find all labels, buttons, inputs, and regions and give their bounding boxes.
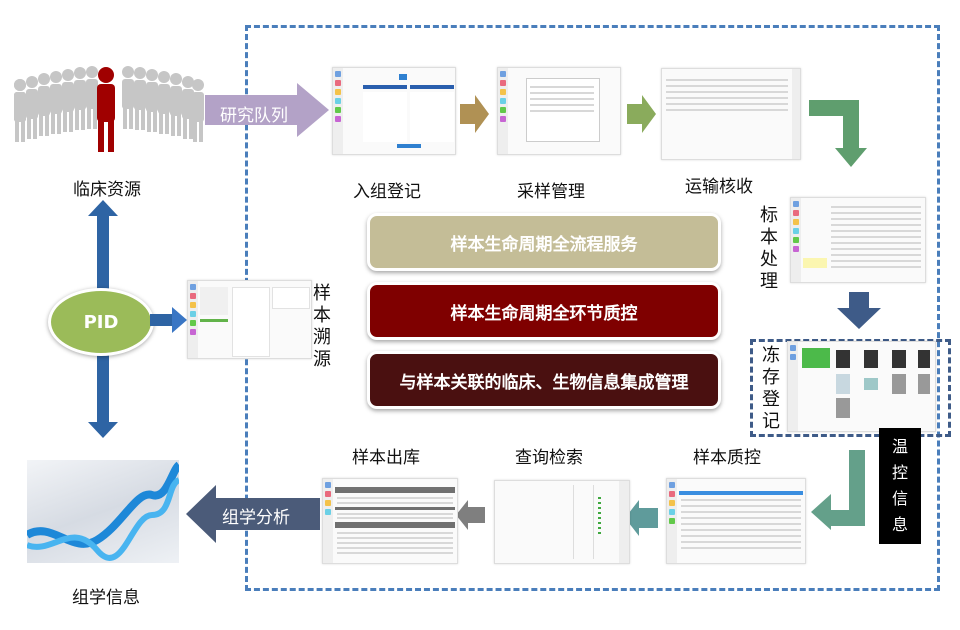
center-item-lifecycle-qc: 样本生命周期全环节质控 xyxy=(367,282,721,340)
outbound-label: 样本出库 xyxy=(352,448,420,468)
sampling-screenshot xyxy=(497,67,621,155)
omics-analysis-arrow xyxy=(186,485,320,543)
outbound-screenshot xyxy=(322,478,458,564)
processing-to-storage-arrow xyxy=(837,292,881,329)
query-label: 查询检索 xyxy=(515,448,583,468)
enrollment-to-sampling-arrow xyxy=(460,95,489,133)
center-item-info-integration: 与样本关联的临床、生物信息集成管理 xyxy=(367,351,721,409)
sampling-to-transport-arrow xyxy=(627,95,656,133)
traceability-label: 样本溯源 xyxy=(313,283,331,370)
storage-frame xyxy=(750,339,951,437)
storage-screenshot xyxy=(787,341,936,432)
transport-to-processing-arrow xyxy=(809,100,867,167)
center-item-lifecycle-service: 样本生命周期全流程服务 xyxy=(367,213,721,271)
clinical-resource-label: 临床资源 xyxy=(73,180,141,200)
qc-to-query-arrow xyxy=(625,500,658,536)
temperature-label: 温控信息 xyxy=(891,437,908,534)
qc-label: 样本质控 xyxy=(693,448,761,468)
pid-label: PID xyxy=(83,311,119,333)
center-item-label: 样本生命周期全环节质控 xyxy=(450,303,638,324)
research-cohort-arrow xyxy=(205,83,329,137)
processing-label: 标本处理 xyxy=(760,205,778,292)
enrollment-screenshot xyxy=(332,67,456,155)
sampling-label: 采样管理 xyxy=(517,182,585,202)
storage-label: 冻存登记 xyxy=(762,345,780,432)
omics-info-label: 组学信息 xyxy=(72,588,140,608)
storage-to-qc-arrow xyxy=(811,450,865,530)
query-screenshot xyxy=(494,480,630,564)
crowd-icon xyxy=(14,66,204,152)
center-item-label: 与样本关联的临床、生物信息集成管理 xyxy=(399,372,689,393)
transport-label: 运输核收 xyxy=(685,177,753,197)
research-cohort-label: 研究队列 xyxy=(220,106,288,126)
center-item-label: 样本生命周期全流程服务 xyxy=(450,234,638,255)
pid-to-trace-arrow xyxy=(150,307,187,333)
query-to-outbound-arrow xyxy=(456,500,485,530)
enrollment-label: 入组登记 xyxy=(353,182,421,202)
traceability-screenshot xyxy=(187,280,312,359)
transport-screenshot xyxy=(661,68,801,160)
omics-analysis-label: 组学分析 xyxy=(222,508,290,528)
processing-screenshot xyxy=(790,197,926,283)
qc-screenshot xyxy=(666,478,806,564)
dna-helix-icon xyxy=(27,461,179,561)
pid-node: PID xyxy=(48,288,154,356)
temperature-info-box: 温控信息 xyxy=(879,428,921,544)
dna-image xyxy=(27,460,179,563)
